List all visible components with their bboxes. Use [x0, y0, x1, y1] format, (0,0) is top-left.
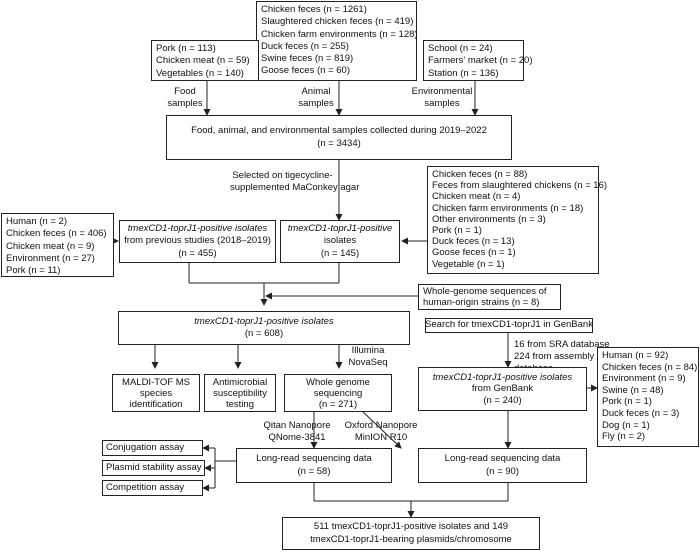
samples-collected-line: (n = 3434) — [317, 137, 361, 149]
wgs-human-box: Whole-genome sequences of human-origin s… — [418, 284, 561, 310]
animal-source-line: Swine feces (n = 819) — [261, 53, 354, 65]
longread-1-box: Long-read sequencing data (n = 58) — [236, 448, 392, 483]
final-box: 511 tmexCD1-toprJ1-positive isolates and… — [282, 517, 540, 550]
conjugation-line: Conjugation assay — [106, 441, 185, 453]
animal-source-line: Duck feces (n = 255) — [261, 40, 349, 52]
previous-breakdown-line: Environment (n = 27) — [6, 252, 95, 264]
plasmid-stability-box: Plasmid stability assay — [102, 460, 205, 476]
genbank-breakdown-line: Pork (n = 1) — [602, 396, 652, 408]
genbank-breakdown-line: Dog (n = 1) — [602, 419, 650, 431]
animal-source-line: Chicken feces (n = 1261) — [261, 4, 367, 15]
animal-source-line: Slaughtered chicken feces (n = 419) — [261, 16, 414, 28]
positive-isolates-line: tmexCD1-toprJ1-positive — [287, 223, 393, 235]
samples-collected-line: Food, animal, and environmental samples … — [191, 125, 487, 137]
positive-breakdown-line: Vegetable (n = 1) — [432, 258, 505, 270]
competition-box: Competition assay — [102, 480, 203, 496]
antimicrobial-box: Antimicrobial susceptibility testing — [204, 374, 276, 412]
genbank-breakdown-line: Fly (n = 2) — [602, 431, 646, 443]
wgs-human-line: human-origin strains (n = 8) — [423, 297, 540, 308]
longread-1-line: Long-read sequencing data — [256, 453, 372, 465]
genbank-breakdown-line: Human (n = 92) — [602, 350, 669, 361]
positive-isolates-line: (n = 145) — [320, 247, 360, 259]
animal-source-line: Chicken farm environments (n = 128) — [261, 28, 418, 40]
previous-breakdown-line: Chicken feces (n = 406) — [6, 228, 107, 240]
antimicrobial-line: testing — [226, 398, 254, 410]
genbank-isolates-box: tmexCD1-toprJ1-positive isolates from Ge… — [418, 367, 587, 411]
antimicrobial-line: susceptibility — [213, 387, 267, 399]
competition-line: Competition assay — [106, 481, 185, 493]
genbank-search-line: Search for tmexCD1-toprJ1 in GenBank — [425, 319, 593, 331]
genbank-breakdown-line: Environment (n = 9) — [602, 373, 686, 385]
food-source-line: Pork (n = 113) — [156, 43, 216, 54]
positive-breakdown-line: Feces from slaughtered chickens (n = 16) — [432, 180, 608, 192]
longread-1-line: (n = 58) — [297, 465, 331, 477]
conjugation-box: Conjugation assay — [102, 440, 203, 456]
genbank-breakdown-box: Human (n = 92) Chicken feces (n = 84) En… — [597, 347, 699, 447]
final-line: tmexCD1-toprJ1-bearing plasmids/chromoso… — [310, 533, 512, 545]
wgs-human-line: Whole-genome sequences of — [423, 286, 547, 297]
animal-sources-box: Chicken feces (n = 1261) Slaughtered chi… — [256, 1, 418, 81]
antimicrobial-line: Antimicrobial — [212, 376, 268, 388]
genbank-search-box: Search for tmexCD1-toprJ1 in GenBank — [425, 318, 593, 333]
food-source-line: Vegetables (n = 140) — [156, 67, 244, 79]
animal-source-line: Goose feces (n = 60) — [261, 65, 350, 77]
genbank-breakdown-line: Duck feces (n = 3) — [602, 407, 680, 419]
longread-2-line: Long-read sequencing data — [444, 453, 561, 465]
wgs-line: Whole genome — [306, 376, 370, 388]
previous-breakdown-line: Human (n = 2) — [6, 216, 67, 227]
wgs-line: sequencing — [313, 387, 363, 399]
maldi-line: MALDI-TOF MS — [122, 376, 190, 388]
maldi-box: MALDI-TOF MS species identification — [112, 374, 200, 412]
previous-isolates-line: (n = 455) — [178, 247, 217, 259]
positive-isolates-line: isolates — [323, 235, 357, 247]
env-source-line: Station (n = 136) — [428, 67, 499, 79]
positive-breakdown-line: Chicken farm environments (n = 18) — [432, 202, 584, 214]
env-source-line: Farmers' market (n = 20) — [428, 55, 533, 67]
previous-isolates-box: tmexCD1-toprJ1-positive isolates from pr… — [119, 220, 276, 263]
genbank-isolates-line: (n = 240) — [483, 394, 522, 406]
genbank-isolates-line: from GenBank — [471, 383, 534, 395]
positive-breakdown-line: Chicken meat (n = 4) — [432, 191, 521, 203]
positive-breakdown-line: Goose feces (n = 1) — [432, 247, 516, 259]
wgs-line: (n = 271) — [318, 398, 358, 410]
combined-isolates-line: tmexCD1-toprJ1-positive isolates — [194, 315, 334, 327]
combined-isolates-box: tmexCD1-toprJ1-positive isolates (n = 60… — [118, 311, 410, 345]
longread-2-line: (n = 90) — [485, 465, 519, 477]
final-line: 511 tmexCD1-toprJ1-positive isolates and… — [313, 521, 509, 533]
selection-label: Selected on tigecycline-supplemented MaC… — [230, 170, 360, 193]
positive-breakdown-box: Chicken feces (n = 88) Feces from slaugh… — [427, 166, 608, 274]
positive-isolates-box: tmexCD1-toprJ1-positive isolates (n = 14… — [280, 220, 400, 263]
previous-breakdown-box: Human (n = 2) Chicken feces (n = 406) Ch… — [1, 213, 114, 277]
samples-collected-box: Food, animal, and environmental samples … — [166, 115, 512, 160]
positive-breakdown-line: Duck feces (n = 13) — [432, 236, 515, 248]
maldi-line: species — [139, 387, 173, 399]
positive-breakdown-line: Chicken feces (n = 88) — [432, 169, 528, 180]
previous-isolates-line: tmexCD1-toprJ1-positive isolates — [127, 223, 268, 235]
combined-isolates-line: (n = 608) — [244, 328, 284, 339]
previous-isolates-line: from previous studies (2018–2019) — [124, 235, 271, 247]
positive-breakdown-line: Pork (n = 1) — [432, 225, 482, 237]
env-sources-box: School (n = 24) Farmers' market (n = 20)… — [423, 40, 533, 81]
food-sources-box: Pork (n = 113) Chicken meat (n = 59) Veg… — [151, 40, 259, 81]
previous-breakdown-line: Pork (n = 11) — [6, 265, 61, 277]
genbank-breakdown-line: Swine (n = 48) — [602, 384, 664, 396]
food-source-line: Chicken meat (n = 59) — [156, 55, 250, 67]
maldi-line: identification — [129, 398, 183, 410]
wgs-box: Whole genome sequencing (n = 271) — [284, 374, 392, 412]
positive-breakdown-line: Other environments (n = 3) — [432, 213, 546, 225]
genbank-isolates-line: tmexCD1-toprJ1-positive isolates — [432, 371, 573, 383]
genbank-breakdown-line: Chicken feces (n = 84) — [602, 361, 698, 373]
previous-breakdown-line: Chicken meat (n = 9) — [6, 240, 95, 252]
plasmid-stability-line: Plasmid stability assay — [106, 461, 202, 473]
longread-2-box: Long-read sequencing data (n = 90) — [418, 448, 587, 483]
env-source-line: School (n = 24) — [428, 43, 493, 54]
